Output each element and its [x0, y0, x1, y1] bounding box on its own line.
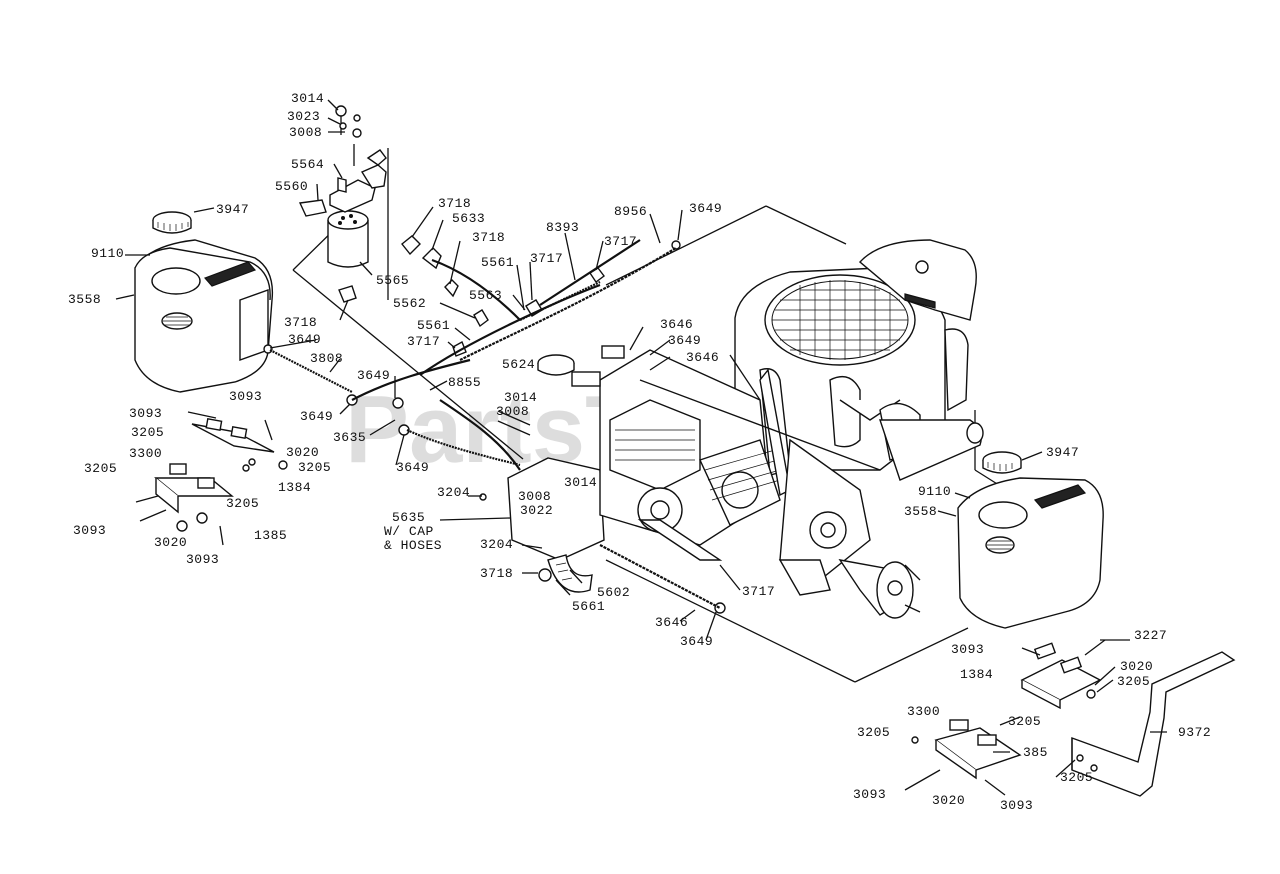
reservoir-bracket: [507, 354, 605, 593]
callout-3020: 3020: [932, 793, 965, 808]
callout-3020: 3020: [154, 535, 187, 550]
callout-3558: 3558: [904, 504, 937, 519]
callout-5661: 5661: [572, 599, 605, 614]
engine-frame-rail: [639, 379, 984, 481]
callout-1385: 1385: [254, 528, 287, 543]
callout-3649: 3649: [668, 333, 701, 348]
callout-3947: 3947: [216, 202, 249, 217]
callout-3646: 3646: [686, 350, 719, 365]
callout-3205: 3205: [1060, 770, 1093, 785]
callout-5565: 5565: [376, 273, 409, 288]
callout-5561: 5561: [481, 255, 514, 270]
callout-1394: 1384: [960, 667, 993, 682]
callout-3022: 3022: [520, 503, 553, 518]
axle-and-hub: [778, 438, 921, 619]
callout-3646: 3646: [660, 317, 693, 332]
callout-1384: 1384: [278, 480, 311, 495]
callout-3023: 3023: [287, 109, 320, 124]
callout-3718: 3718: [284, 315, 317, 330]
callout-labels: 3014 3023 3008 5564 5560 3947 9110 3558 …: [68, 91, 1211, 813]
callout-3014: 3014: [504, 390, 537, 405]
callout-3649: 3649: [357, 368, 390, 383]
callout-3020: 3020: [1120, 659, 1153, 674]
callout-3014: 3014: [291, 91, 324, 106]
fuel-tank-left: [134, 239, 274, 393]
callout-3205: 3205: [1008, 714, 1041, 729]
callout-3093: 3093: [129, 406, 162, 421]
callout-5635: 5635: [392, 510, 425, 525]
callout-3717: 3717: [604, 234, 637, 249]
callout-3718: 3718: [438, 196, 471, 211]
callout-and-hoses: & HOSES: [384, 538, 442, 553]
callout-5561: 5561: [417, 318, 450, 333]
callout-5624: 5624: [502, 357, 535, 372]
callout-leaders: [115, 99, 1167, 778]
callout-3205: 3205: [298, 460, 331, 475]
callout-3008: 3008: [496, 404, 529, 419]
callout-3205: 3205: [1117, 674, 1150, 689]
callout-3300: 3300: [907, 704, 940, 719]
callout-9110: 9110: [918, 484, 951, 499]
callout-3649: 3649: [300, 409, 333, 424]
callout-3808: 3808: [310, 351, 343, 366]
tow-bar: [1071, 651, 1236, 797]
callout-5563: 5563: [469, 288, 502, 303]
callout-3205: 3205: [226, 496, 259, 511]
oil-filter-assembly: [298, 105, 387, 268]
callout-3205: 3205: [857, 725, 890, 740]
callout-3093: 3093: [73, 523, 106, 538]
callout-8393: 8393: [546, 220, 579, 235]
callout-3020: 3020: [286, 445, 319, 460]
callout-3717: 3717: [530, 251, 563, 266]
callout-3649: 3649: [689, 201, 722, 216]
callout-3008: 3008: [518, 489, 551, 504]
callout-3635: 3635: [333, 430, 366, 445]
callout-3649: 3649: [288, 332, 321, 347]
callout-5562: 5562: [393, 296, 426, 311]
callout-8956: 8956: [614, 204, 647, 219]
fuel-cap-left: [152, 211, 192, 234]
callout-385: 385: [1023, 745, 1048, 760]
callout-9372: 9372: [1178, 725, 1211, 740]
callout-5564: 5564: [291, 157, 324, 172]
callout-3717: 3717: [407, 334, 440, 349]
callout-3204: 3204: [480, 537, 513, 552]
fuel-cap-right: [982, 451, 1022, 474]
callout-3014: 3014: [564, 475, 597, 490]
callout-3205: 3205: [84, 461, 117, 476]
frame-outline: [292, 148, 1011, 683]
callout-5633: 5633: [452, 211, 485, 226]
callout-5560: 5560: [275, 179, 308, 194]
callout-3718: 3718: [480, 566, 513, 581]
callout-3646: 3646: [655, 615, 688, 630]
callout-3718: 3718: [472, 230, 505, 245]
callout-3093: 3093: [1000, 798, 1033, 813]
callout-3300: 3300: [129, 446, 162, 461]
callout-3227: 3227: [1134, 628, 1167, 643]
callout-3947: 3947: [1046, 445, 1079, 460]
callout-3649: 3649: [680, 634, 713, 649]
callout-3093: 3093: [951, 642, 984, 657]
callout-3008: 3008: [289, 125, 322, 140]
bracket-set-left: [135, 411, 288, 546]
callout-3205: 3205: [131, 425, 164, 440]
hydrostatic-transmission: [571, 345, 791, 561]
callout-3204: 3204: [437, 485, 470, 500]
callout-3093: 3093: [853, 787, 886, 802]
callout-3717: 3717: [742, 584, 775, 599]
callout-3093: 3093: [186, 552, 219, 567]
fuel-tank-right: [957, 477, 1104, 629]
callout-9110: 9110: [91, 246, 124, 261]
callout-5602: 5602: [597, 585, 630, 600]
callout-3649: 3649: [396, 460, 429, 475]
bracket-set-right: [904, 639, 1106, 796]
callout-3093: 3093: [229, 389, 262, 404]
callout-3558: 3558: [68, 292, 101, 307]
callout-8855: 8855: [448, 375, 481, 390]
callout-w-cap: W/ CAP: [384, 524, 434, 539]
